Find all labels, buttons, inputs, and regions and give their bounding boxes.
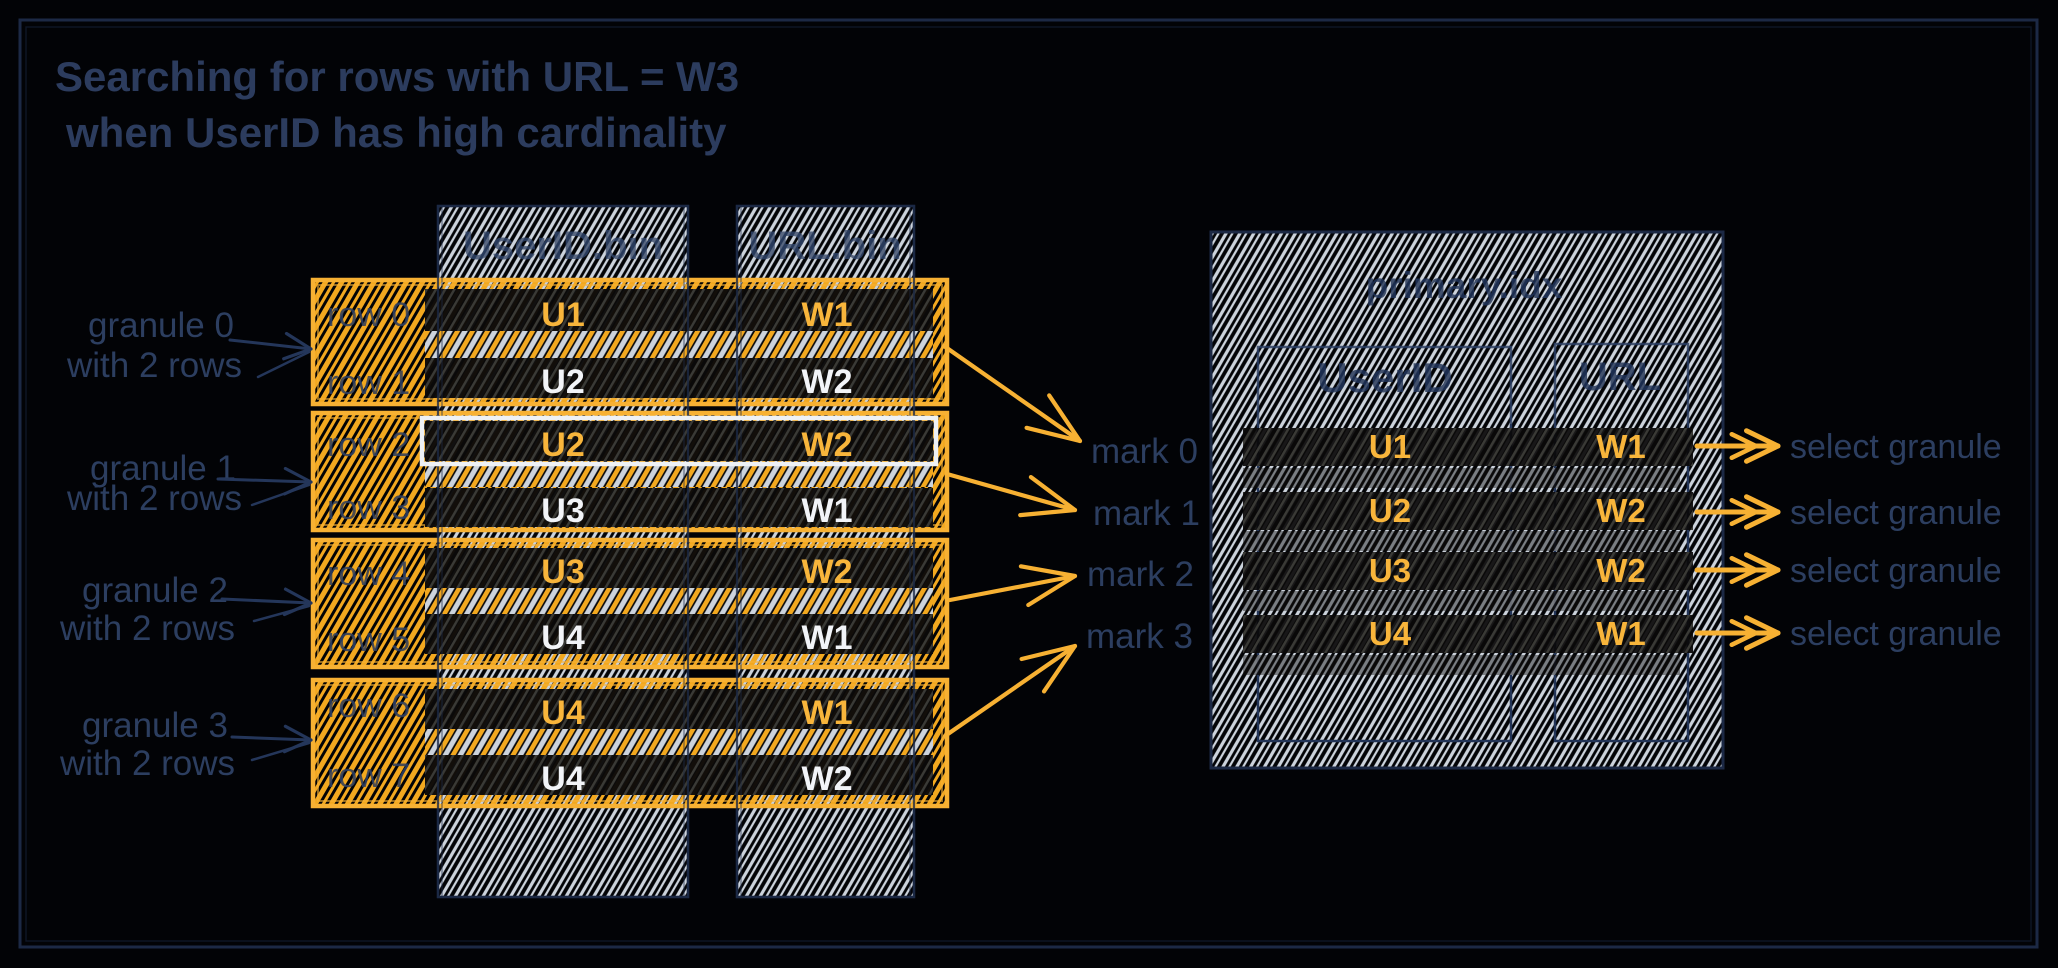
svg-text:granule 1: granule 1 <box>90 449 236 488</box>
svg-text:U3: U3 <box>1369 552 1411 589</box>
svg-text:with 2 rows: with 2 rows <box>66 346 242 385</box>
svg-text:W1: W1 <box>802 492 853 530</box>
svg-text:granule 3: granule 3 <box>82 706 228 745</box>
svg-text:U4: U4 <box>541 619 585 657</box>
svg-text:select granule: select granule <box>1790 428 2002 466</box>
svg-text:with 2 rows: with 2 rows <box>66 479 242 518</box>
svg-text:W1: W1 <box>802 694 853 732</box>
svg-text:W2: W2 <box>802 553 853 591</box>
svg-text:U3: U3 <box>541 492 584 530</box>
svg-text:mark 0: mark 0 <box>1091 432 1198 471</box>
svg-text:U2: U2 <box>1369 492 1411 529</box>
svg-text:W1: W1 <box>802 619 853 657</box>
svg-text:U4: U4 <box>1369 615 1412 652</box>
svg-text:granule 2: granule 2 <box>82 571 228 610</box>
svg-text:W2: W2 <box>1596 492 1646 529</box>
svg-text:when UserID has high cardinali: when UserID has high cardinality <box>65 109 727 156</box>
svg-text:U2: U2 <box>541 363 584 401</box>
svg-text:W1: W1 <box>1596 428 1646 465</box>
svg-text:U4: U4 <box>541 694 585 732</box>
svg-text:Searching for rows with URL =: Searching for rows with URL = W3 <box>55 53 739 100</box>
svg-text:mark 2: mark 2 <box>1087 555 1194 594</box>
svg-text:select granule: select granule <box>1790 615 2002 653</box>
svg-text:select granule: select granule <box>1790 494 2002 532</box>
svg-text:with 2 rows: with 2 rows <box>59 744 235 783</box>
svg-text:W2: W2 <box>1596 552 1646 589</box>
svg-text:granule 0: granule 0 <box>88 306 234 345</box>
svg-text:W1: W1 <box>1596 615 1646 652</box>
svg-text:U1: U1 <box>541 296 584 334</box>
svg-text:U1: U1 <box>1369 428 1411 465</box>
svg-text:W1: W1 <box>802 296 853 334</box>
svg-text:with 2 rows: with 2 rows <box>59 609 235 648</box>
svg-text:W2: W2 <box>802 363 853 401</box>
svg-text:W2: W2 <box>802 426 853 464</box>
svg-text:mark 1: mark 1 <box>1093 494 1200 533</box>
svg-text:mark 3: mark 3 <box>1086 617 1193 656</box>
svg-text:U4: U4 <box>541 760 585 798</box>
svg-text:U2: U2 <box>541 426 584 464</box>
svg-text:select granule: select granule <box>1790 552 2002 590</box>
svg-text:U3: U3 <box>541 553 584 591</box>
svg-text:W2: W2 <box>802 760 853 798</box>
